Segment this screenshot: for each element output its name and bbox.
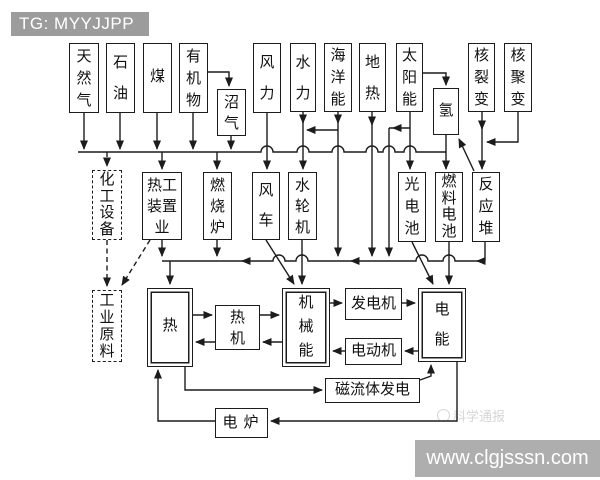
brand-logo-icon — [437, 409, 450, 422]
node-chemical-equipment: 化工设备 — [92, 170, 122, 240]
node-industrial-materials: 工业原料 — [92, 290, 122, 362]
node-wind: 风力 — [253, 43, 281, 113]
node-hydro: 水力 — [290, 43, 316, 112]
node-fuel-cell: 燃料电池 — [435, 172, 463, 242]
node-fusion: 核聚变 — [504, 43, 532, 112]
node-hydrogen: 氢 — [433, 88, 459, 135]
node-organic-matter: 有机物 — [179, 43, 208, 113]
brand-watermark: 科学通报 — [437, 406, 505, 425]
node-reactor: 反应堆 — [472, 172, 500, 242]
node-electric-motor: 电动机 — [345, 338, 402, 365]
node-thermal-device: 热工装置业 — [142, 172, 182, 240]
node-natural-gas: 天然气 — [69, 43, 99, 113]
node-mechanical-energy: 机械能 — [282, 288, 330, 367]
node-photocell: 光电池 — [398, 172, 426, 242]
node-heat-engine: 热机 — [215, 305, 260, 350]
node-generator: 发电机 — [345, 288, 402, 320]
node-ocean-energy: 海洋能 — [324, 43, 352, 112]
flow-lines — [78, 71, 519, 425]
node-mhd-generation: 磁流体发电 — [325, 378, 420, 403]
node-electric-energy: 电能 — [418, 288, 466, 362]
node-fission: 核裂变 — [468, 43, 495, 112]
node-oil: 石油 — [106, 43, 135, 113]
node-coal: 煤 — [143, 43, 172, 113]
node-windmill: 风车 — [252, 172, 280, 240]
node-combustion-furnace: 燃烧炉 — [203, 172, 232, 240]
node-heat: 热 — [147, 288, 193, 367]
node-water-turbine: 水轮机 — [288, 172, 317, 240]
node-electric-furnace: 电炉 — [215, 408, 268, 438]
node-biogas: 沼气 — [217, 89, 246, 136]
website-watermark: www.clgjsssn.com — [415, 440, 600, 477]
node-solar: 太阳能 — [396, 43, 423, 112]
node-geothermal: 地热 — [359, 43, 386, 112]
tag-badge: TG: MYYJJPP — [11, 12, 149, 36]
brand-watermark-text: 科学通报 — [453, 409, 506, 424]
